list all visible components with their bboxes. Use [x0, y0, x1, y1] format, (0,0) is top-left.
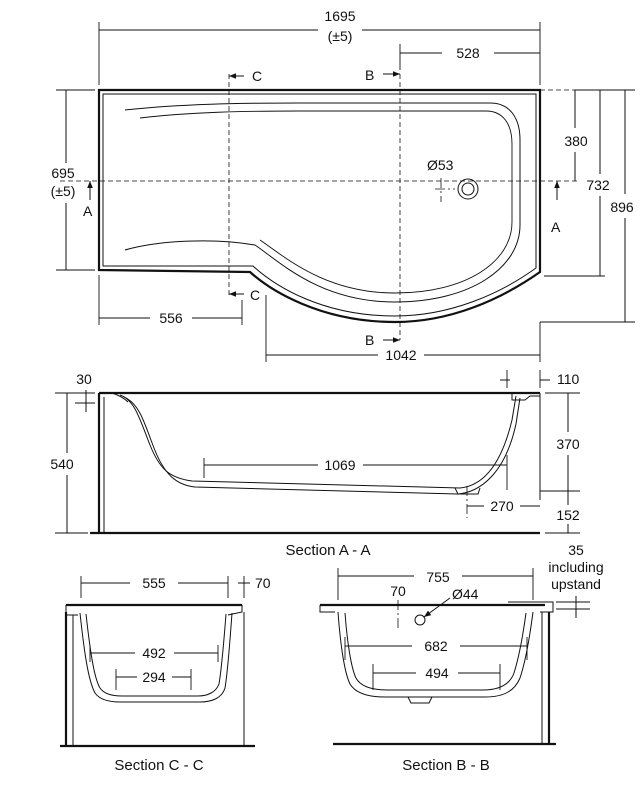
upstand-b-line2: upstand [551, 576, 601, 592]
waste-diameter-b-label: Ø44 [452, 586, 479, 602]
plan-outline [97, 88, 542, 324]
section-c-top-letter: C [252, 68, 262, 84]
straight-length-label: 556 [159, 310, 183, 326]
base-width-c-label: 294 [142, 669, 166, 685]
section-a-left-letter: A [83, 203, 93, 219]
section-a-basin [119, 394, 517, 489]
waste-diameter-label: Ø53 [427, 157, 454, 173]
section-c-caption: Section C - C [114, 757, 203, 774]
plan-basin-inner [139, 110, 513, 294]
section-c-bottom-letter: C [250, 287, 260, 303]
mid-width-c-label: 492 [142, 645, 166, 661]
top-width-b-label: 755 [426, 569, 450, 585]
plan-waste-outer [457, 178, 479, 200]
upstand-b-line1: including [548, 559, 603, 575]
section-a-right-letter: A [551, 219, 561, 235]
shower-width-label: 732 [586, 177, 610, 193]
base-width-b-label: 494 [425, 665, 449, 681]
section-b-basin [337, 611, 534, 698]
upstand-label: 110 [557, 371, 580, 387]
waste-offset-b-label: 70 [390, 583, 406, 599]
section-b-bottom-letter: B [365, 332, 374, 348]
top-width-c-label: 555 [142, 575, 166, 591]
width-tolerance: (±5) [51, 183, 76, 199]
overall-length-label: 1695 [324, 8, 355, 24]
base-length-label: 1069 [324, 457, 355, 473]
overall-length-tolerance: (±5) [328, 28, 353, 44]
section-b-top-letter: B [365, 67, 374, 83]
overall-width-label: 896 [610, 199, 634, 215]
width-label: 695 [51, 165, 75, 181]
section-b-waste [414, 614, 426, 626]
plan-inner-rim [102, 93, 537, 317]
section-b-view: 755 35 including upstand 70 Ø44 682 494 … [319, 542, 604, 774]
shower-end-label: 528 [456, 45, 480, 61]
waste-offset-label: 380 [564, 133, 588, 149]
height-label: 540 [50, 456, 74, 472]
curve-length-label: 1042 [385, 347, 416, 363]
plan-view: 1695 (±5) 528 C C B B A A 695 (±5) Ø53 [51, 8, 635, 363]
depth-label: 370 [556, 436, 580, 452]
section-b-caption: Section B - B [402, 757, 490, 774]
base-height-label: 152 [556, 507, 580, 523]
plan-basin [124, 102, 521, 303]
section-a-view: 30 110 540 370 1069 270 152 [50, 370, 580, 559]
section-c-basin [79, 612, 233, 703]
waste-offset-a-label: 270 [490, 498, 514, 514]
section-a-caption: Section A - A [285, 542, 370, 559]
upstand-b-value: 35 [568, 542, 584, 558]
mid-width-b-label: 682 [424, 638, 448, 654]
section-c-view: 555 70 492 294 Section C - C [60, 575, 271, 774]
plan-waste-inner [461, 182, 475, 196]
rim-width-label: 30 [76, 371, 92, 387]
rim-c-label: 70 [255, 575, 271, 591]
